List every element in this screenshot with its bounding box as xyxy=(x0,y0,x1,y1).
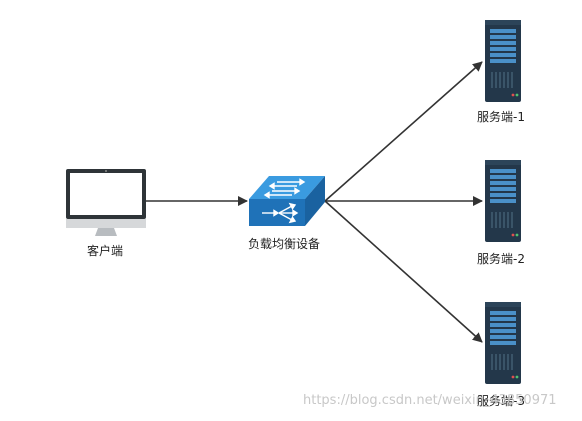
edge-lb-to-server-3 xyxy=(324,200,483,343)
server-icon-1 xyxy=(485,20,521,102)
watermark-text: https://blog.csdn.net/weixin_43850971 xyxy=(303,393,557,408)
edge-lb-to-server-1 xyxy=(324,61,483,202)
switch-icon xyxy=(249,176,325,226)
server-2-label: 服务端-2 xyxy=(477,252,525,266)
server-1-label: 服务端-1 xyxy=(477,110,525,124)
load-balancer-label: 负载均衡设备 xyxy=(248,237,321,251)
client-label: 客户端 xyxy=(87,244,124,258)
server-icon-2 xyxy=(485,160,521,242)
server-icon-3 xyxy=(485,302,521,384)
server-3-label: 服务端-3 xyxy=(477,394,525,408)
monitor-icon xyxy=(66,169,146,236)
